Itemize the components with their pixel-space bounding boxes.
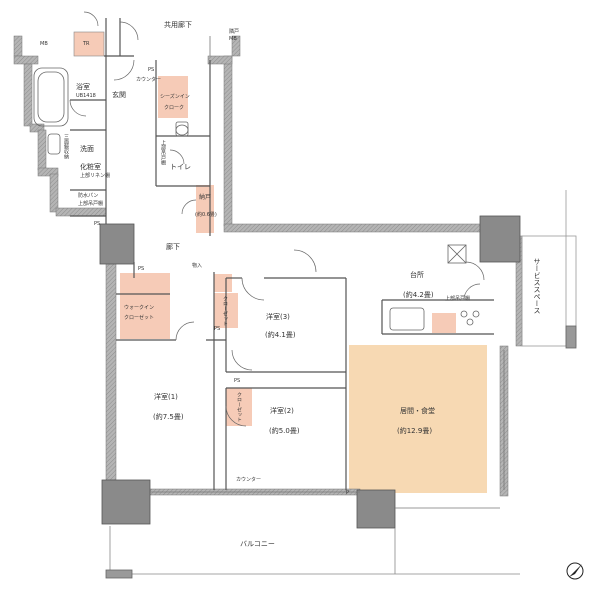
fixtures xyxy=(33,36,577,579)
dressing-label: 化粧室 xyxy=(80,163,101,171)
vent-icon xyxy=(447,244,467,264)
tr-box xyxy=(73,31,105,57)
mirror-shelf-label: 三面鏡収納 xyxy=(63,134,69,159)
walkin-label: ウォークイン xyxy=(124,305,155,311)
room1-size-label: (約7.5畳) xyxy=(153,413,184,421)
ps-label-2: PS xyxy=(94,221,101,227)
ps-label-1: PS xyxy=(148,67,155,73)
monoire-area xyxy=(214,274,232,292)
tr-label: TR xyxy=(83,41,90,47)
toilet-shelf-label: 上部吊戸棚 xyxy=(160,140,166,165)
kitchen-shelf-label: 上部吊戸棚 xyxy=(445,296,471,302)
walkin-closet-area xyxy=(120,273,170,339)
room2-size-label: (約5.0畳) xyxy=(269,427,300,435)
closet-entry-label: クローク xyxy=(164,105,185,111)
entrance-label: 玄関 xyxy=(112,91,126,99)
room3-size-label: (約4.1畳) xyxy=(265,331,296,339)
dressing-note-label: 上部リネン棚 xyxy=(80,173,111,179)
ps-label-4: PS xyxy=(214,326,221,332)
north-arrow-icon xyxy=(566,562,584,580)
kitchen-size-label: (約4.2畳) xyxy=(403,291,434,299)
stove-icon xyxy=(460,310,468,318)
ps-label-5: PS xyxy=(234,378,241,384)
counter-top-label: カウンター xyxy=(136,77,162,83)
washroom-label: 洗面 xyxy=(80,145,94,153)
mb-right-label-2: MB xyxy=(229,36,237,42)
common-hall-label: 共用廊下 xyxy=(164,21,192,29)
room3-label: 洋室(3) xyxy=(266,313,290,321)
kitchen-shelf-area xyxy=(432,313,456,333)
upper-shelf-label: 上部吊戸棚 xyxy=(78,201,104,207)
mb-top-label: MB xyxy=(40,41,48,47)
p-mark-label: P xyxy=(346,490,350,496)
counter-bottom-label: カウンター xyxy=(236,477,262,483)
monoire-label: 物入 xyxy=(192,263,203,269)
season-in-label: シーズンイン xyxy=(160,94,190,100)
closet-2-area xyxy=(226,388,252,426)
balcony-label: バルコニー xyxy=(240,540,275,548)
storage-area xyxy=(196,185,214,233)
mb-right-label-1: 隣戸 xyxy=(229,29,240,35)
living-dining-area xyxy=(349,345,487,493)
season-in-closet-area xyxy=(158,76,188,118)
kitchen-sink-icon xyxy=(389,307,425,331)
walkin-label-2: クローゼット xyxy=(124,315,155,321)
door-swings xyxy=(69,11,485,427)
corridor-label: 廊下 xyxy=(166,243,180,251)
ps-label-3: PS xyxy=(138,266,145,272)
bath-label: 浴室 xyxy=(76,83,90,91)
north-label: N xyxy=(572,565,577,572)
interior-walls xyxy=(70,18,494,490)
kitchen-label: 台所 xyxy=(410,271,424,279)
room1-label: 洋室(1) xyxy=(154,393,178,401)
toilet-label: トイレ xyxy=(170,163,191,171)
bathtub-icon xyxy=(33,67,69,127)
anti-pan-label: 防水パン xyxy=(78,193,99,199)
living-label: 居間・食堂 xyxy=(400,407,435,415)
storage-size-label: (約0.6畳) xyxy=(195,212,217,218)
living-size-label: (約12.9畳) xyxy=(397,427,433,435)
closet-1-label: クローゼット xyxy=(222,296,228,326)
storage-label: 納戸 xyxy=(199,194,212,201)
bath-size-label: UB1418 xyxy=(76,93,96,99)
wash-basin-icon xyxy=(47,133,61,155)
closet-2-label: クローゼット xyxy=(236,392,242,422)
pillars xyxy=(99,215,521,529)
room2-label: 洋室(2) xyxy=(270,407,294,415)
service-space-label: サービススペース xyxy=(533,258,541,314)
